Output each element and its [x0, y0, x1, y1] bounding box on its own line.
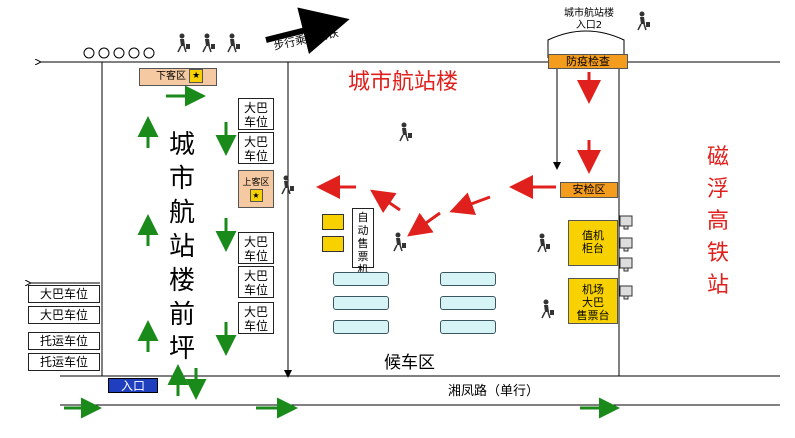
checkin-counter: 值机 柜台 — [568, 220, 618, 266]
seat-row — [333, 296, 389, 310]
computer-icon — [619, 215, 633, 300]
entrance-label: 入口 — [108, 378, 158, 393]
bus-bay: 大巴 车位 — [238, 98, 274, 130]
seat-row — [440, 296, 496, 310]
bus-bay: 大巴 车位 — [238, 302, 274, 334]
forecourt-title: 城市航站楼前坪 — [168, 130, 195, 364]
entrance2-label: 城市航站楼入口2 — [564, 8, 614, 31]
seat-row — [333, 320, 389, 334]
bus-bay: 大巴 车位 — [238, 232, 274, 264]
star-icon: ★ — [189, 69, 204, 83]
bus-bay: 大巴 车位 — [238, 266, 274, 298]
left-luggage-bay: 托运车位 — [28, 332, 100, 350]
ticket-machine-icon — [322, 236, 344, 252]
person-icon — [177, 11, 650, 319]
seat-row — [440, 320, 496, 334]
ticket-machine-icon — [322, 214, 344, 230]
ticket-machine-label: 自动售票机 — [352, 208, 374, 276]
green-flow-arrows — [64, 85, 620, 419]
maglev-title: 磁浮高铁站 — [706, 145, 729, 298]
epidemic-check: 防疫检查 — [548, 54, 628, 69]
bus-ticket-counter: 机场 大巴 售票台 — [568, 278, 618, 324]
seat-row — [440, 272, 496, 286]
dropoff-label: 下客区 — [156, 71, 186, 82]
terminal-title: 城市航站楼 — [348, 70, 459, 95]
left-luggage-bay: 托运车位 — [28, 353, 100, 371]
entrance2-arch — [547, 30, 625, 58]
waiting-area-label: 候车区 — [384, 353, 435, 373]
pickup-zone: 上客区 ★ — [238, 170, 274, 208]
bus-bay: 大巴 车位 — [238, 132, 274, 164]
left-bus-bay: 大巴车位 — [28, 285, 100, 303]
road-label: 湘凤路（单行） — [448, 384, 540, 399]
red-flow-arrows — [316, 72, 601, 237]
star-icon: ★ — [249, 189, 263, 202]
left-bus-bay: 大巴车位 — [28, 306, 100, 324]
pickup-label: 上客区 — [242, 178, 270, 188]
security-check: 安检区 — [560, 182, 618, 198]
walk-arrow — [265, 7, 350, 55]
seat-row — [333, 272, 389, 286]
bollards — [83, 47, 155, 59]
dropoff-zone: 下客区 ★ — [139, 68, 217, 86]
